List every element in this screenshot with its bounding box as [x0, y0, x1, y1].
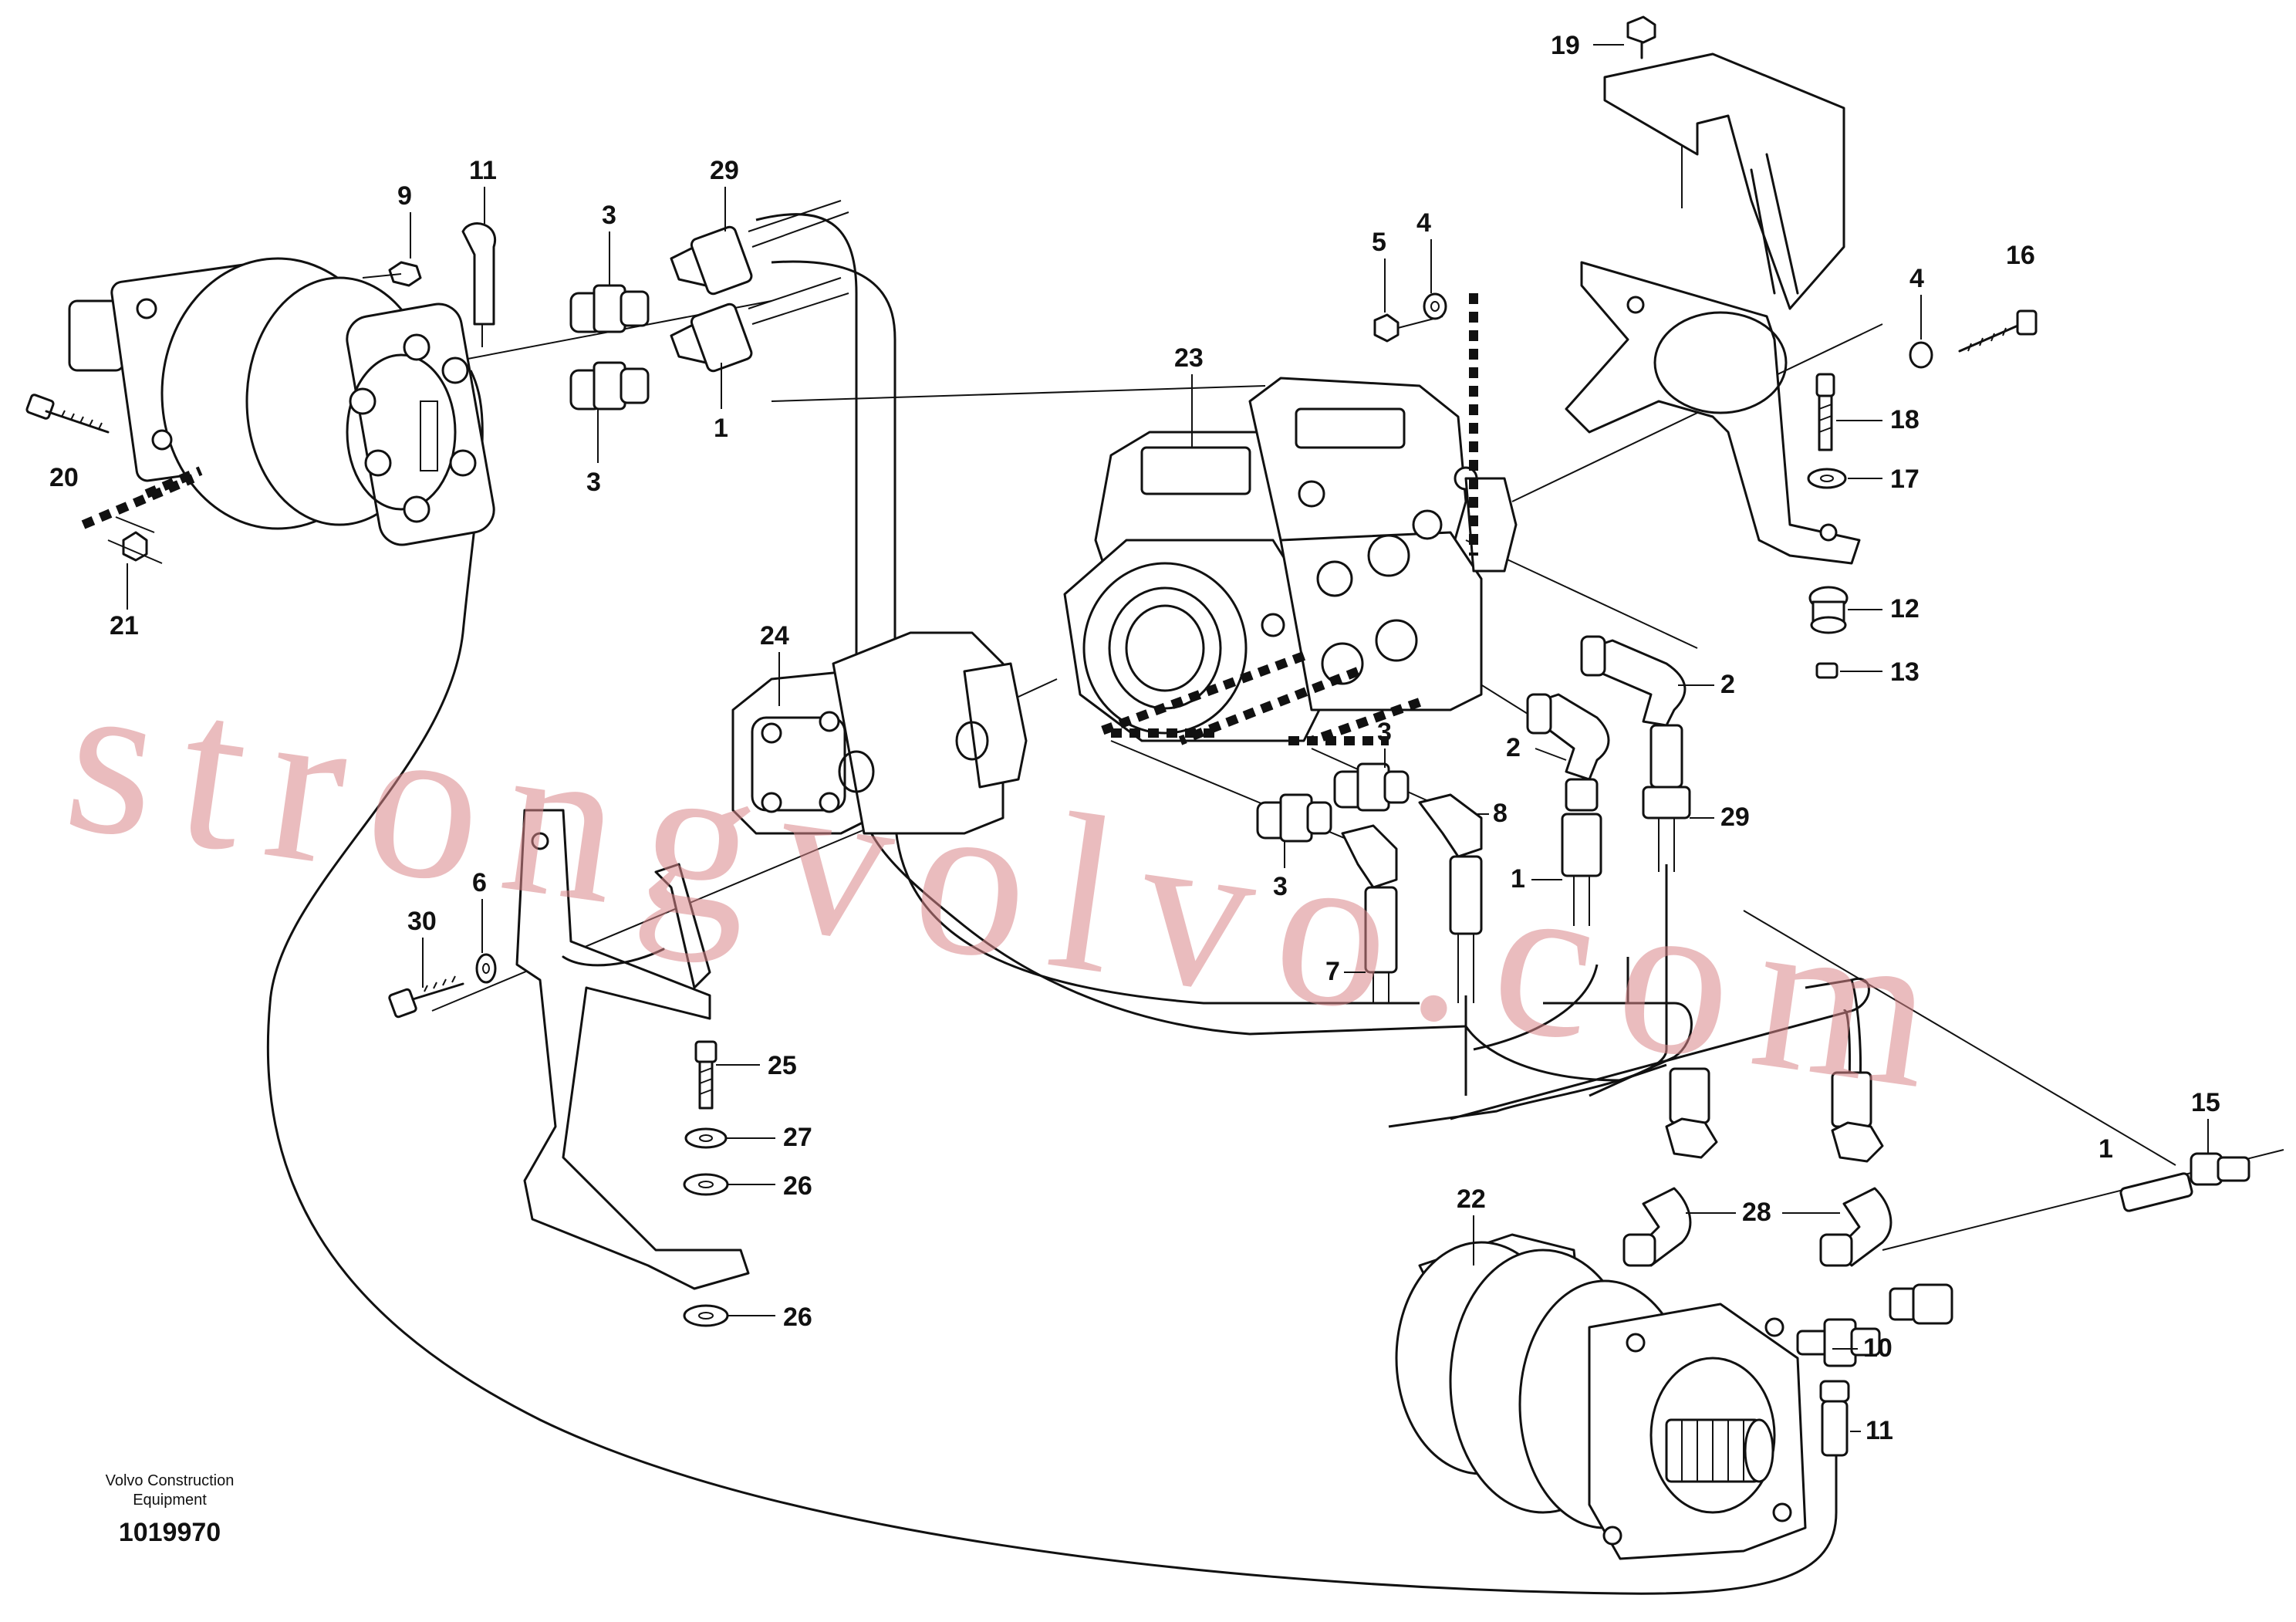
- callout-24: 24: [760, 621, 789, 650]
- callout-4-right: 4: [1909, 264, 1924, 293]
- callout-3-lower: 3: [586, 468, 601, 497]
- nut-21: [81, 466, 203, 564]
- washer-6: [475, 953, 497, 984]
- callout-21: 21: [110, 611, 139, 640]
- nut-5: [1373, 313, 1443, 343]
- elbow-28-left: [1622, 1187, 1692, 1267]
- hydraulic-motor-22: [1395, 1233, 1807, 1560]
- motor-bolt-ring: [349, 333, 477, 523]
- callout-29-right: 29: [1720, 803, 1750, 832]
- footer: Volvo Construction Equipment 1019970: [106, 1472, 235, 1547]
- callout-30: 30: [407, 907, 437, 936]
- callout-11-lower: 11: [1866, 1416, 1893, 1445]
- callout-26-upper: 26: [783, 1171, 812, 1201]
- fitting-11-lower: [1819, 1380, 1850, 1457]
- callout-4-top: 4: [1416, 208, 1431, 238]
- callout-29-upper: 29: [710, 156, 739, 185]
- bolt-25: [694, 1040, 718, 1110]
- callout-3-pump-b: 3: [1273, 872, 1288, 901]
- callouts: 9 11 3 29 1 3 20 21 5 4 23 24 19 4 16 18…: [49, 31, 2220, 1445]
- bolt-19: [1626, 15, 1656, 59]
- callout-25: 25: [768, 1051, 797, 1080]
- callout-22: 22: [1457, 1184, 1486, 1214]
- washer-26-upper: [683, 1173, 729, 1196]
- hose-end-29-right: [1642, 724, 1691, 872]
- elbow-2-lower: [1526, 693, 1610, 781]
- callout-19: 19: [1551, 31, 1580, 60]
- washer-26-lower: [683, 1304, 729, 1327]
- brand-line-2: Equipment: [133, 1492, 207, 1509]
- bracket-19: [1565, 52, 1861, 565]
- callout-26-lower: 26: [783, 1303, 812, 1332]
- hose-end-1-upper: [670, 277, 849, 373]
- washer-4-right: [1909, 341, 1933, 369]
- hose-end-lower-right: [1831, 1071, 1884, 1163]
- bolt-20: [25, 394, 110, 434]
- adapter-3-pump-a: [1333, 762, 1410, 812]
- adapter-3-lower: [569, 361, 650, 411]
- adapter-3-pump-b: [1256, 793, 1332, 843]
- callout-18: 18: [1890, 405, 1920, 434]
- callout-9: 9: [397, 181, 412, 211]
- callout-17: 17: [1890, 465, 1920, 494]
- main-pump-23: [1063, 293, 1518, 745]
- callout-2-lower: 2: [1506, 733, 1521, 762]
- callout-1-upper: 1: [714, 414, 728, 443]
- fitting-15: [2119, 1152, 2250, 1212]
- adapter-3-upper: [569, 284, 650, 333]
- hose-end-lower-left: [1665, 1067, 1718, 1159]
- callout-7: 7: [1325, 957, 1340, 986]
- callout-3-pump-a: 3: [1377, 718, 1392, 747]
- callout-16: 16: [2006, 241, 2035, 270]
- callout-13: 13: [1890, 657, 1920, 687]
- mount-12: [1808, 586, 1849, 634]
- bolt-16: [1958, 309, 2038, 353]
- callout-3-upper: 3: [602, 201, 616, 230]
- callout-27: 27: [783, 1123, 812, 1152]
- elbow-28-right: [1819, 1187, 1893, 1267]
- washer-17: [1807, 468, 1847, 489]
- tee-fitting-10: [1796, 1318, 1881, 1367]
- fitting-9: [362, 261, 422, 287]
- gear-pump-24: [731, 631, 1028, 835]
- callout-10: 10: [1863, 1333, 1893, 1363]
- hose-lines: [266, 213, 1870, 1595]
- elbow-fitting-11-top: [461, 222, 497, 347]
- callout-1-far-right: 1: [2098, 1134, 2113, 1164]
- bolt-18: [1815, 373, 1835, 451]
- callout-1-right: 1: [1511, 864, 1525, 894]
- adapter-right-mid: [1889, 1283, 1953, 1325]
- bolt-30: [388, 975, 464, 1019]
- lower-bracket: [515, 809, 750, 1290]
- callout-15: 15: [2191, 1088, 2220, 1117]
- callout-28: 28: [1742, 1198, 1771, 1227]
- nut-13: [1815, 662, 1838, 679]
- washer-4-top: [1423, 292, 1447, 320]
- brand-line-1: Volvo Construction: [106, 1472, 235, 1489]
- drawing-number: 1019970: [119, 1518, 221, 1547]
- callout-6: 6: [472, 868, 487, 897]
- callout-23: 23: [1174, 343, 1204, 373]
- callout-8: 8: [1493, 799, 1508, 828]
- hose-end-1-right: [1561, 778, 1602, 926]
- elbow-2-upper: [1580, 635, 1687, 727]
- hose-end-8: [1418, 793, 1483, 1003]
- washer-27: [684, 1127, 728, 1149]
- hose-end-29-upper: [670, 200, 849, 296]
- callout-12: 12: [1890, 594, 1920, 623]
- hose-end-7: [1341, 824, 1398, 1003]
- callout-5: 5: [1372, 228, 1386, 257]
- callout-20: 20: [49, 463, 79, 492]
- callout-2-upper: 2: [1720, 670, 1735, 699]
- callout-11-top: 11: [469, 156, 497, 185]
- pump-port-holes: [1261, 466, 1478, 685]
- hydraulic-motor-left: [68, 257, 495, 546]
